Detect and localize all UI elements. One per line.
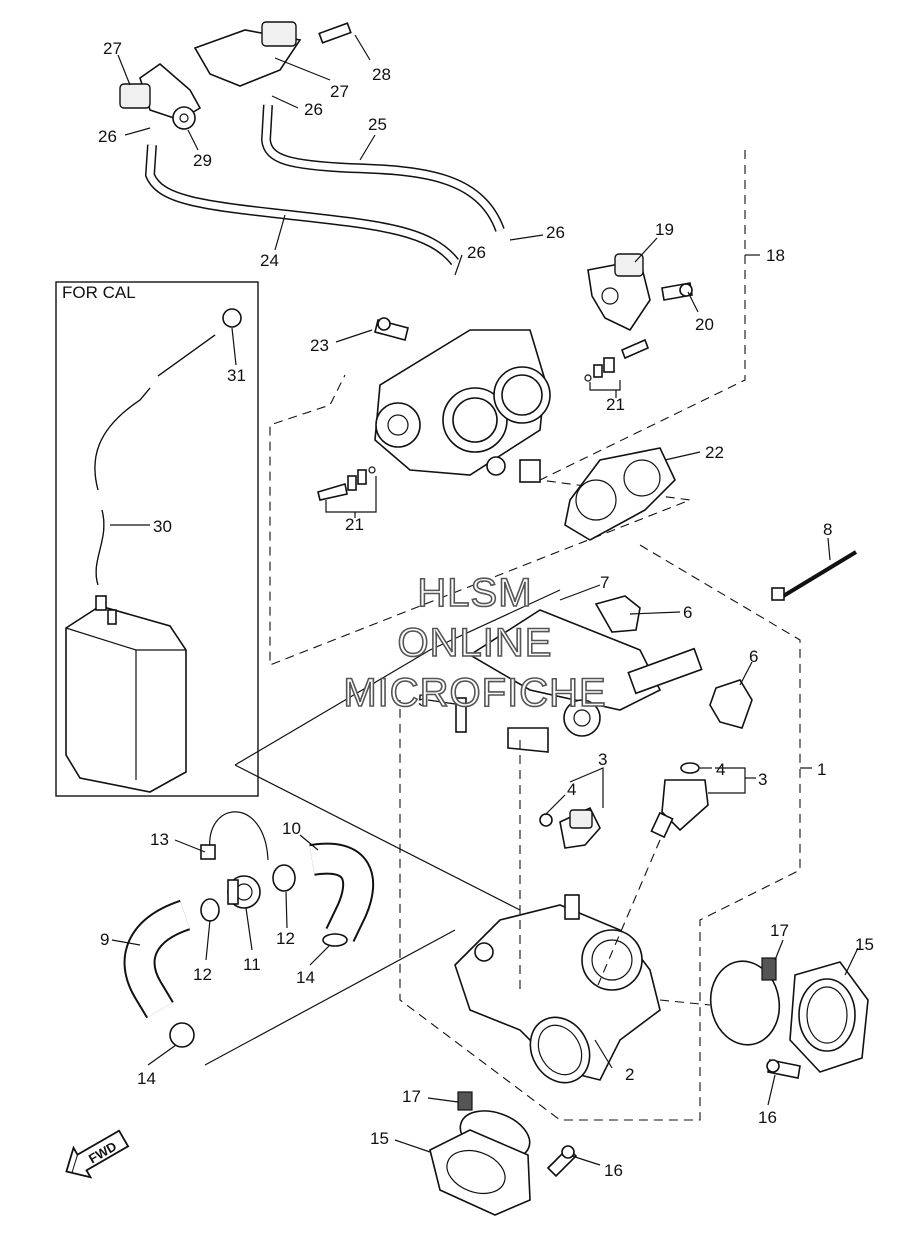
callout-26-b: 26 bbox=[304, 100, 323, 119]
intake-joint-15-right bbox=[789, 961, 869, 1073]
callout-12-left: 12 bbox=[193, 965, 212, 984]
hose-24 bbox=[144, 144, 459, 266]
callout-12-right: 12 bbox=[276, 929, 295, 948]
cable-tie-8 bbox=[771, 550, 858, 601]
callout-26-a: 26 bbox=[98, 127, 117, 146]
callout-4-right: 4 bbox=[716, 760, 725, 779]
callout-8: 8 bbox=[823, 520, 832, 539]
bolt-16-right bbox=[766, 1059, 801, 1079]
gasket-22 bbox=[564, 447, 676, 541]
connector-dash-2 bbox=[659, 999, 711, 1006]
callout-9: 9 bbox=[100, 930, 109, 949]
hose-25 bbox=[260, 104, 505, 232]
callout-27-left: 27 bbox=[103, 39, 122, 58]
callout-15-bottom: 15 bbox=[370, 1129, 389, 1148]
sensor-bracket-27-right bbox=[193, 21, 352, 87]
callout-6-upper: 6 bbox=[683, 603, 692, 622]
screw-20 bbox=[661, 282, 693, 301]
clamp-12-left bbox=[200, 898, 220, 922]
screw-set-21-right bbox=[584, 338, 650, 382]
nut-29 bbox=[172, 106, 196, 130]
bolt-16-bottom bbox=[546, 1145, 578, 1178]
intake-joint-15-bottom bbox=[429, 1129, 531, 1216]
leader-3-left bbox=[569, 767, 604, 808]
clip-6-right bbox=[709, 679, 753, 729]
fwd-arrow-icon: FWD bbox=[65, 1129, 130, 1179]
callout-29: 29 bbox=[193, 151, 212, 170]
callout-19: 19 bbox=[655, 220, 674, 239]
canister-hose-30 bbox=[94, 334, 216, 586]
assembly-18-boundary bbox=[269, 150, 746, 666]
watermark-line-1: HLSM bbox=[417, 571, 532, 615]
hose-10 bbox=[309, 842, 375, 942]
callout-14-left: 14 bbox=[137, 1069, 156, 1088]
callout-18: 18 bbox=[766, 246, 785, 265]
clamp-12-right bbox=[272, 864, 296, 892]
fuel-rail bbox=[468, 609, 703, 737]
connector-line-hose bbox=[204, 929, 456, 1066]
callout-30: 30 bbox=[153, 517, 172, 536]
screw-set-21-left bbox=[317, 466, 376, 501]
callout-31: 31 bbox=[227, 366, 246, 385]
callout-14-right: 14 bbox=[296, 968, 315, 987]
connector-line-vent bbox=[234, 589, 561, 766]
tps-sensor-19 bbox=[587, 253, 651, 332]
connector-line-manifold bbox=[234, 764, 521, 911]
injector-3-left bbox=[539, 806, 601, 849]
leader-3-right bbox=[708, 767, 746, 794]
callout-15-right: 15 bbox=[855, 935, 874, 954]
callout-3-left: 3 bbox=[598, 750, 607, 769]
throttle-body bbox=[374, 329, 551, 483]
callout-23: 23 bbox=[310, 336, 329, 355]
callout-26-c: 26 bbox=[546, 223, 565, 242]
intake-manifold-2 bbox=[454, 894, 661, 1084]
injector-3-right bbox=[650, 762, 709, 839]
callout-28: 28 bbox=[372, 65, 391, 84]
callout-21-left: 21 bbox=[345, 515, 364, 534]
charcoal-canister bbox=[65, 595, 187, 793]
sensor-bracket-27-left bbox=[119, 62, 202, 121]
leader-21-left bbox=[325, 476, 377, 513]
for-cal-box bbox=[55, 281, 259, 797]
clip-6-upper bbox=[594, 595, 641, 633]
callout-5: 5 bbox=[418, 691, 427, 710]
hose-9 bbox=[123, 899, 191, 1019]
callout-3-right: 3 bbox=[758, 770, 767, 789]
clamp-14-left bbox=[169, 1022, 195, 1048]
watermark-line-2: ONLINE bbox=[398, 621, 553, 665]
callout-24: 24 bbox=[260, 251, 279, 270]
callout-25: 25 bbox=[368, 115, 387, 134]
callout-7: 7 bbox=[600, 573, 609, 592]
callout-10: 10 bbox=[282, 819, 301, 838]
callout-27-right: 27 bbox=[330, 82, 349, 101]
callout-17-right: 17 bbox=[770, 921, 789, 940]
strap-13 bbox=[200, 811, 269, 861]
fitting-11 bbox=[227, 875, 261, 909]
callout-16-bottom: 16 bbox=[604, 1161, 623, 1180]
callout-22: 22 bbox=[705, 443, 724, 462]
for-cal-label: FOR CAL bbox=[62, 283, 136, 302]
callout-21-right: 21 bbox=[606, 395, 625, 414]
callout-11: 11 bbox=[243, 955, 261, 974]
hose-clamp-17-right bbox=[709, 957, 781, 1046]
callout-13: 13 bbox=[150, 830, 169, 849]
bracket-5 bbox=[455, 697, 549, 753]
hose-clamp-31 bbox=[222, 308, 242, 328]
callout-20: 20 bbox=[695, 315, 714, 334]
leader-lines bbox=[110, 34, 859, 1166]
callout-2: 2 bbox=[625, 1065, 634, 1084]
connector-dash-3 bbox=[597, 839, 661, 986]
clamp-14-right bbox=[322, 933, 348, 947]
callout-17-bottom: 17 bbox=[402, 1087, 421, 1106]
callout-1: 1 bbox=[817, 760, 826, 779]
callout-6-right: 6 bbox=[749, 647, 758, 666]
leader-21-right bbox=[589, 380, 621, 391]
callout-16-right: 16 bbox=[758, 1108, 777, 1127]
watermark-line-3: MICROFICHE bbox=[343, 671, 606, 715]
callout-26-d: 26 bbox=[467, 243, 486, 262]
callout-4-left: 4 bbox=[567, 780, 576, 799]
screw-23 bbox=[374, 317, 409, 341]
